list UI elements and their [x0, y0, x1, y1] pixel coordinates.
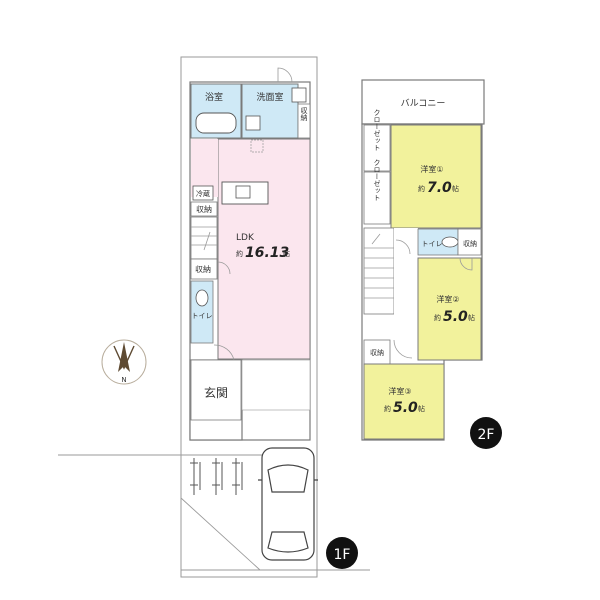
closet-2-label: クローゼット	[373, 159, 381, 201]
storage-2f-b	[363, 339, 391, 365]
door-storage-b	[217, 261, 231, 275]
storage-2f-a	[457, 228, 482, 256]
balcony-label: バルコニー	[401, 98, 446, 109]
floor-1: 浴室 洗面室 収納 冷蔵 収納 LDK 約 16.13 帖 収納	[58, 56, 370, 578]
ldk-size: 16.13	[245, 245, 289, 261]
bath-label: 浴室	[205, 91, 223, 103]
compass-arrow	[113, 345, 135, 370]
entrance-label: 玄関	[204, 385, 228, 400]
car	[258, 447, 318, 561]
ldk-label: LDK	[236, 233, 255, 243]
washroom-label: 洗面室	[256, 91, 283, 103]
ldk-storage-a-label: 収納	[196, 204, 212, 214]
door-top	[277, 67, 293, 83]
room-3-size: 5.0	[393, 400, 418, 416]
badge-1f: 1F	[326, 537, 358, 569]
bathtub	[195, 112, 237, 134]
storage-2f-b-label: 収納	[370, 348, 384, 357]
room-2-name: 洋室②	[436, 294, 459, 304]
toilet-2f-label: トイレ	[422, 240, 443, 248]
stairs-2f	[363, 227, 395, 315]
door-toilet-2f	[395, 239, 411, 255]
range-hood	[250, 139, 264, 153]
room-3-unit: 帖	[418, 404, 425, 413]
ldk-storage-b	[190, 258, 218, 280]
compass: N	[101, 339, 147, 385]
wash-storage	[297, 103, 311, 139]
washing-machine	[245, 115, 261, 131]
badge-1f-label: 1F	[334, 547, 351, 563]
sink	[235, 185, 251, 199]
entrance	[190, 359, 242, 421]
room-1	[390, 124, 482, 229]
fridge-label: 冷蔵	[196, 189, 210, 198]
room-3-prefix: 約	[384, 404, 391, 413]
closet-1-label: クローゼット	[373, 109, 381, 151]
floor-2: バルコニー クローゼット クローゼット 洋室① 約 7.0 帖 トイレ 収納 洋…	[361, 79, 485, 441]
badge-2f-circle	[470, 417, 502, 449]
ldk-size-prefix: 約	[236, 249, 243, 258]
ldk-storage-a	[190, 201, 218, 217]
compass-ring	[101, 339, 147, 385]
balcony	[361, 79, 485, 125]
closet-2	[363, 171, 391, 225]
room-2-size: 5.0	[443, 309, 468, 325]
toilet-bowl-1f	[195, 289, 209, 307]
room-3-name: 洋室③	[388, 386, 411, 396]
boundary-line-b	[180, 497, 261, 571]
site-outline-1f	[180, 56, 318, 578]
washbasin	[291, 87, 307, 103]
fridge	[192, 185, 214, 201]
hall-2f	[394, 228, 418, 340]
stairs-lines	[191, 226, 217, 251]
stairs-2f-lines	[364, 233, 394, 299]
ldk-storage-b-label: 収納	[195, 264, 211, 274]
door-toilet-1f	[213, 344, 235, 361]
compass-needle-icon	[118, 342, 130, 372]
room-2-prefix: 約	[434, 313, 441, 322]
storage-2f-a-label: 収納	[463, 239, 477, 248]
ldk-size-unit: 帖	[283, 249, 290, 258]
door-room-3	[393, 339, 413, 359]
room-1-prefix: 約	[418, 184, 425, 193]
closet-1	[363, 124, 391, 172]
badge-1f-circle	[326, 537, 358, 569]
compass-letter: N	[121, 376, 126, 384]
ldk-room	[217, 138, 311, 360]
porch	[241, 359, 311, 411]
room-2-unit: 帖	[468, 313, 475, 322]
stairs-1f	[190, 216, 218, 260]
door-room-2	[459, 257, 473, 271]
room-1-size: 7.0	[427, 180, 452, 196]
toilet-1f-label: トイレ	[192, 312, 213, 320]
wash-storage-label: 収納	[300, 107, 308, 122]
bicycles	[190, 458, 243, 495]
room-1-name: 洋室①	[420, 164, 443, 174]
badge-2f-label: 2F	[478, 427, 495, 443]
toilet-bowl-2f	[441, 236, 459, 248]
room-3	[363, 363, 445, 440]
badge-2f: 2F	[470, 417, 502, 449]
room-1-unit: 帖	[452, 184, 459, 193]
room-2	[417, 257, 482, 361]
